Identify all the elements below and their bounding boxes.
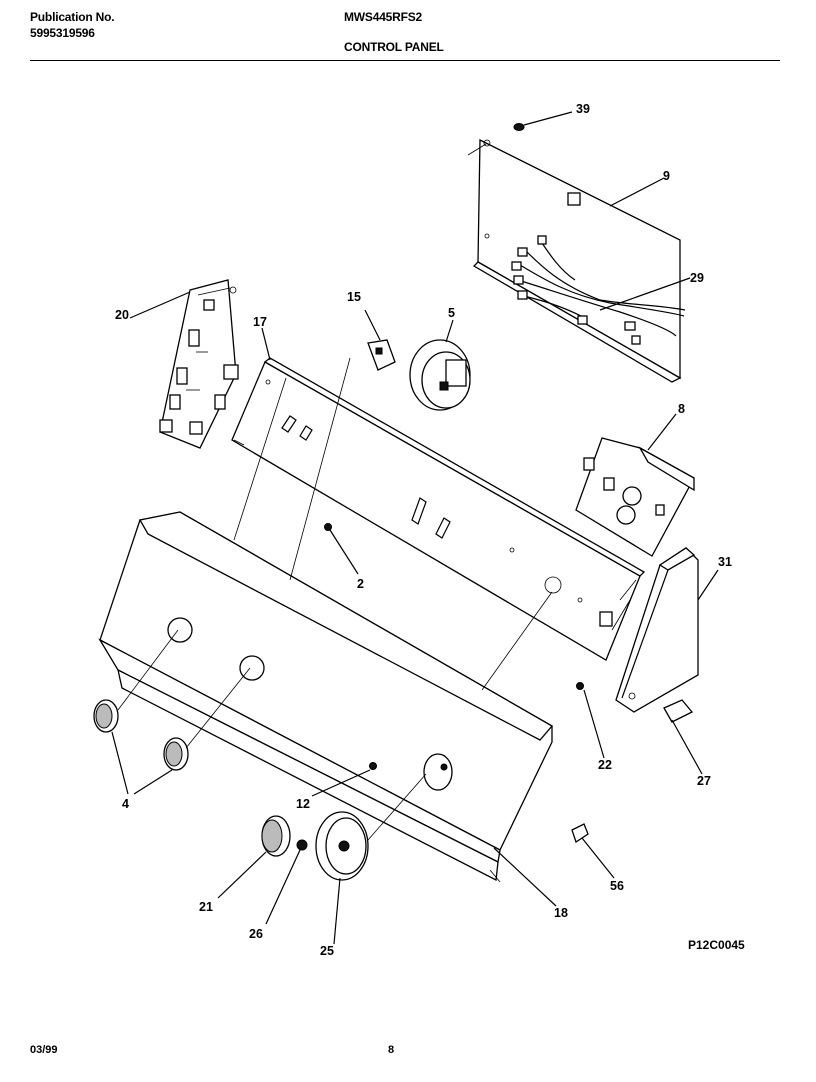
part-18-front-panel xyxy=(98,511,554,883)
callout-31: 31 xyxy=(718,555,732,569)
callout-26: 26 xyxy=(249,927,263,941)
callout-17: 17 xyxy=(253,315,267,329)
callout-27: 27 xyxy=(697,774,711,788)
part-20-left-bracket xyxy=(159,279,239,449)
callout-18: 18 xyxy=(554,906,568,920)
model-number: MWS445RFS2 xyxy=(344,10,423,24)
callout-29: 29 xyxy=(690,271,704,285)
callout-25: 25 xyxy=(320,944,334,958)
callout-4: 4 xyxy=(122,797,129,811)
part-15-switch xyxy=(364,309,396,371)
callout-21: 21 xyxy=(199,900,213,914)
part-5-timer xyxy=(409,319,471,411)
section-title: CONTROL PANEL xyxy=(344,40,444,54)
part-8-control-housing xyxy=(575,413,695,557)
diagram-code: P12C0045 xyxy=(688,938,745,952)
part-56-screw xyxy=(571,823,615,879)
footer-date: 03/99 xyxy=(30,1044,58,1056)
part-12-screw xyxy=(311,762,377,797)
callout-15: 15 xyxy=(347,290,361,304)
part-17-console-panel xyxy=(231,357,646,661)
header-rule xyxy=(30,60,780,61)
publication-label: Publication No. xyxy=(30,10,115,24)
callout-5: 5 xyxy=(448,306,455,320)
part-21-knob xyxy=(217,815,291,899)
part-39-screw xyxy=(513,111,573,131)
callout-20: 20 xyxy=(115,308,129,322)
callout-12: 12 xyxy=(296,797,310,811)
part-31-right-endcap xyxy=(615,547,719,713)
part-26-washer xyxy=(265,839,308,925)
callout-2: 2 xyxy=(357,577,364,591)
callout-56: 56 xyxy=(610,879,624,893)
part-22-screw xyxy=(576,682,605,759)
part-25-dial-skirt xyxy=(315,773,427,945)
footer-page-number: 8 xyxy=(388,1044,395,1056)
callout-39: 39 xyxy=(576,102,590,116)
part-2-screw xyxy=(324,523,359,575)
part-27-clip xyxy=(663,699,703,775)
part-29-wire-harness xyxy=(511,235,686,345)
callout-22: 22 xyxy=(598,758,612,772)
part-4-knobs xyxy=(93,629,251,795)
part-9-rear-panel xyxy=(467,138,682,383)
publication-number: 5995319596 xyxy=(30,26,95,40)
callout-9: 9 xyxy=(663,169,670,183)
callout-8: 8 xyxy=(678,402,685,416)
